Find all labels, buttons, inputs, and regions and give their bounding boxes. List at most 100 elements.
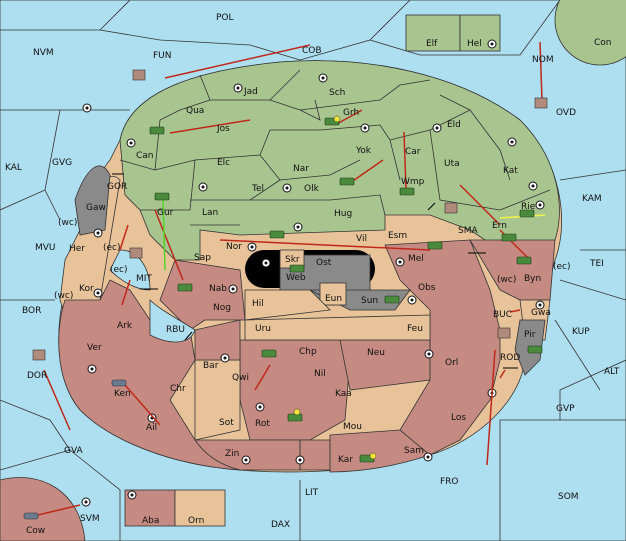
label-wc1: (wc) [58, 218, 77, 228]
army-icon [527, 345, 543, 354]
label-obs: Obs [418, 283, 436, 293]
label-mou: Mou [343, 422, 362, 432]
label-kaa: Kaa [335, 389, 352, 399]
label-rie: Rie [521, 202, 536, 212]
label-con: Con [594, 38, 612, 48]
label-wmp: Wmp [401, 177, 425, 187]
label-cow: Cow [26, 526, 45, 536]
label-hel: Hel [467, 39, 482, 49]
army-icon [516, 256, 532, 265]
army-icon [289, 264, 305, 273]
label-jad: Jad [243, 87, 258, 97]
label-sam: Sam [404, 446, 424, 456]
label-som: SOM [558, 492, 579, 502]
label-gor: GOR [107, 182, 127, 192]
label-ver: Ver [87, 343, 102, 353]
label-mit: MIT [136, 274, 152, 284]
label-wc3: (wc) [497, 275, 516, 285]
label-los: Los [451, 413, 466, 423]
label-fun: FUN [153, 51, 172, 61]
retreat-unit-icon [32, 349, 46, 361]
units [23, 69, 548, 520]
label-gur: Gur [157, 208, 174, 218]
red-territory-west [58, 279, 242, 471]
supply-centers [81, 39, 545, 507]
region-gaw[interactable] [74, 165, 111, 236]
label-uta: Uta [444, 159, 460, 169]
label-byn: Byn [524, 274, 541, 284]
label-chr: Chr [170, 384, 186, 394]
army-icon [261, 349, 277, 358]
label-gvg: GVG [52, 158, 72, 168]
region-eun[interactable] [319, 282, 347, 306]
label-ost: Ost [316, 258, 332, 268]
label-ec3: (ec) [553, 262, 571, 272]
label-skr: Skr [285, 255, 300, 265]
label-ec2: (ec) [110, 265, 128, 275]
label-lit: LIT [305, 488, 319, 498]
label-olk: Olk [304, 184, 320, 194]
star-icon [369, 452, 377, 460]
label-nar: Nar [293, 164, 309, 174]
region-orn[interactable] [174, 489, 226, 527]
red-territory-east [384, 239, 501, 456]
region-uru-feu[interactable] [244, 314, 431, 341]
label-sot: Sot [219, 418, 234, 428]
label-ark: Ark [117, 321, 133, 331]
star-icon [333, 115, 341, 123]
label-rot: Rot [255, 419, 270, 429]
label-aba: Aba [142, 516, 159, 526]
region-con[interactable] [554, 0, 626, 66]
label-kup: KUP [572, 327, 590, 337]
label-bor: BOR [22, 306, 41, 316]
label-ec1: (ec) [103, 243, 121, 253]
army-icon [154, 192, 170, 201]
label-feu: Feu [407, 324, 423, 334]
label-jos: Jos [216, 124, 230, 134]
label-ern: Ern [492, 221, 507, 231]
label-orn: Orn [188, 516, 204, 526]
label-dax: DAX [271, 520, 290, 530]
region-sot[interactable] [194, 359, 241, 441]
label-eun: Eun [325, 294, 342, 304]
retreat-unit-icon [132, 69, 146, 81]
army-icon [501, 233, 517, 242]
label-kat: Kat [503, 166, 518, 176]
label-chp: Chp [299, 347, 317, 357]
region-bar[interactable] [194, 319, 241, 361]
label-svm: SVM [80, 514, 100, 524]
label-mvu: MVU [35, 243, 56, 253]
fleet-icon [23, 512, 39, 520]
label-tel: Tel [251, 184, 264, 194]
region-zin-east[interactable] [299, 439, 331, 471]
label-orl: Orl [445, 358, 458, 368]
label-ail: Ail [146, 423, 157, 433]
label-pol: POL [216, 13, 234, 23]
label-neu: Neu [367, 348, 385, 358]
label-kam: KAM [582, 194, 602, 204]
green-borders [119, 69, 551, 226]
label-sun: Sun [361, 296, 378, 306]
region-hil[interactable] [244, 289, 331, 321]
label-bar: Bar [203, 361, 219, 371]
label-sch: Sch [329, 88, 345, 98]
label-gva: GVA [64, 446, 84, 456]
label-pir: Pir [524, 330, 536, 340]
label-nvm: NVM [33, 48, 54, 58]
label-zin: Zin [225, 449, 239, 459]
label-dor: DOR [27, 371, 47, 381]
label-nil: Nil [314, 369, 326, 379]
label-ovd: OVD [556, 108, 576, 118]
label-rbu: RBU [166, 325, 185, 335]
army-icon [269, 230, 285, 239]
region-zin[interactable] [194, 439, 301, 471]
retreat-unit-icon [444, 202, 458, 214]
label-tei: TEI [589, 259, 604, 269]
label-grh: Grh [343, 108, 359, 118]
label-kor: Kor [79, 284, 94, 294]
label-hil: Hil [252, 299, 264, 309]
sea-rbu[interactable] [149, 299, 196, 343]
label-gaw: Gaw [86, 203, 106, 213]
